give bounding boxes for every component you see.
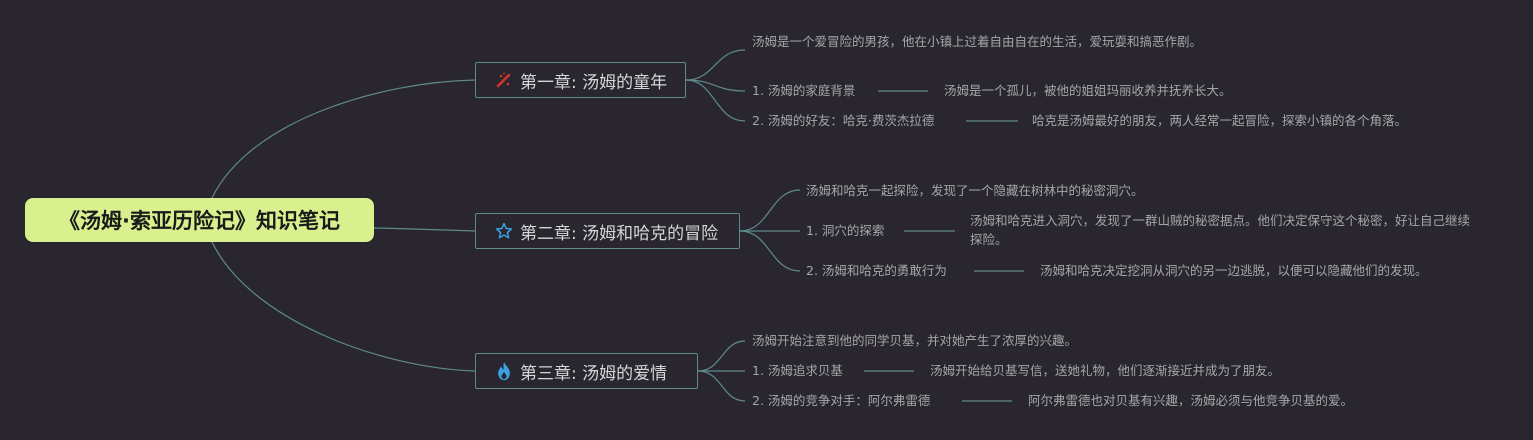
flame-icon <box>494 361 514 381</box>
chapter-3-item-2-label: 2. 汤姆的竞争对手：阿尔弗雷德 <box>752 393 931 408</box>
chapter-1-topic[interactable]: 第一章: 汤姆的童年 <box>475 62 686 98</box>
chapter-3-item-1-label: 1. 汤姆追求贝基 <box>752 363 843 378</box>
chapter-2-topic[interactable]: 第二章: 汤姆和哈克的冒险 <box>475 213 740 249</box>
star-outline-icon <box>494 221 514 241</box>
chapter-1-title: 第一章: 汤姆的童年 <box>520 72 668 93</box>
root-topic-label: 《汤姆·索亚历险记》知识笔记 <box>59 209 340 233</box>
red-stick-icon <box>494 70 514 90</box>
chapter-2-summary: 汤姆和哈克一起探险，发现了一个隐藏在树林中的秘密洞穴。 <box>806 183 1144 198</box>
connector-ch2-item2 <box>739 230 801 272</box>
chapter-1-item-2-detail: 哈克是汤姆最好的朋友，两人经常一起冒险，探索小镇的各个角落。 <box>1032 113 1408 128</box>
chapter-1-item-1-label: 1. 汤姆的家庭背景 <box>752 83 856 98</box>
chapter-3-title: 第三章: 汤姆的爱情 <box>520 363 668 384</box>
root-topic[interactable]: 《汤姆·索亚历险记》知识笔记 <box>25 198 374 242</box>
connector-ch3-item2 <box>697 370 746 402</box>
connector-ch3-summary <box>697 340 746 372</box>
chapter-2-item-1-detail: 汤姆和哈克进入洞穴，发现了一群山贼的秘密据点。他们决定保守这个秘密，好让自己继续… <box>970 213 1471 247</box>
chapter-3-topic[interactable]: 第三章: 汤姆的爱情 <box>475 353 698 389</box>
chapter-1-item-2-label: 2. 汤姆的好友：哈克·费茨杰拉德 <box>752 113 935 128</box>
chapter-1-summary: 汤姆是一个爱冒险的男孩，他在小镇上过着自由自在的生活，爱玩耍和搞恶作剧。 <box>752 34 1203 49</box>
chapter-2-item-2-label: 2. 汤姆和哈克的勇敢行为 <box>806 263 947 278</box>
chapter-2-item-2-detail: 汤姆和哈克决定挖洞从洞穴的另一边逃脱，以便可以隐藏他们的发现。 <box>1040 263 1428 278</box>
chapter-3-item-2-detail: 阿尔弗雷德也对贝基有兴趣，汤姆必须与他竞争贝基的爱。 <box>1028 393 1354 408</box>
connector-ch2-summary <box>739 189 801 232</box>
connector-ch1-item2 <box>685 79 746 122</box>
connector-root-ch3 <box>211 241 476 372</box>
chapter-3-summary: 汤姆开始注意到他的同学贝基，并对她产生了浓厚的兴趣。 <box>752 333 1078 348</box>
connector-ch1-summary <box>685 49 746 81</box>
connector-root-ch2 <box>373 227 476 232</box>
chapter-1-item-1-detail: 汤姆是一个孤儿，被他的姐姐玛丽收养并抚养长大。 <box>944 83 1232 98</box>
connector-root-ch1 <box>211 79 476 199</box>
chapter-2-title: 第二章: 汤姆和哈克的冒险 <box>520 223 719 244</box>
connector-ch1-item1 <box>685 79 746 92</box>
chapter-3-item-1-detail: 汤姆开始给贝基写信，送她礼物，他们逐渐接近并成为了朋友。 <box>930 363 1281 378</box>
chapter-2-item-1-label: 1. 洞穴的探索 <box>806 223 885 238</box>
